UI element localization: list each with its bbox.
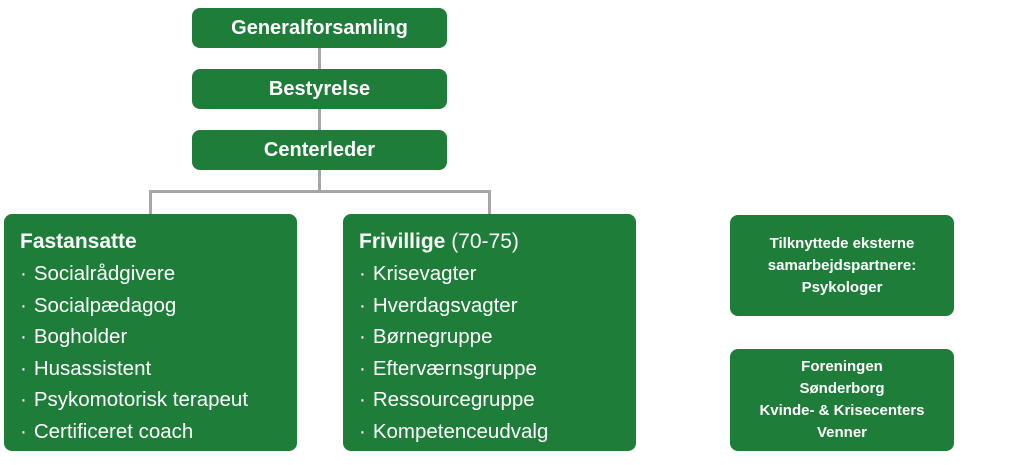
bullet-dot: · [20, 356, 27, 380]
list-item-text: Psykomotorisk terapeut [33, 388, 249, 411]
node-fastansatte-title: Fastansatte [20, 228, 283, 256]
node-frivillige: Frivillige (70-75) ·Krisevagter ·Hverdag… [343, 214, 636, 451]
list-item: · Krisevagter [359, 258, 622, 290]
list-item: ·Husassistent [20, 353, 283, 385]
list-item: · Ressourcegruppe [359, 384, 622, 416]
list-item-text: Socialrådgivere [33, 262, 176, 285]
list-item-text: Kompetenceudvalg [372, 419, 549, 443]
connector-to-staff [149, 190, 152, 215]
connector-leader-down [318, 170, 321, 192]
external-line: samarbejdspartnere: [767, 256, 917, 274]
association-line: Kvinde- & Krisecenters [759, 402, 925, 419]
association-line: Venner [816, 424, 868, 441]
list-item: · Bogholder [20, 321, 283, 353]
external-line: Psykologer [801, 278, 883, 296]
list-item-text: Ressourcegruppe [372, 388, 535, 411]
list-item: · Børnegruppe [359, 321, 622, 353]
bullet-dot: · [20, 419, 27, 443]
bullet-dot: · [20, 388, 27, 411]
list-item-text: Efterværnsgruppe [372, 356, 537, 380]
node-bestyrelse: Bestyrelse [192, 69, 447, 109]
list-item: · Socialrådgivere [20, 258, 283, 290]
frivillige-count: (70-75) [451, 230, 519, 253]
list-item-text: Socialpædagog [33, 293, 177, 317]
node-frivillige-title: Frivillige (70-75) [359, 228, 622, 256]
list-item: · Psykomotorisk terapeut [20, 384, 283, 416]
node-generalforsamling: Generalforsamling [192, 8, 447, 48]
list-item-text: Børnegruppe [372, 325, 493, 348]
bullet-dot: · [359, 419, 366, 443]
node-fastansatte: Fastansatte ·Socialrådgivere ·Socialpæda… [4, 214, 297, 451]
connector-top-board [318, 47, 321, 69]
connector-to-volunteers [488, 190, 491, 215]
node-centerleder-label: Centerleder [263, 138, 376, 161]
connector-horizontal [149, 190, 491, 193]
list-item: ·Hverdagsvagter [359, 290, 622, 322]
node-association: Foreningen Sønderborg Kvinde- & Krisecen… [730, 349, 954, 451]
association-line: Foreningen [801, 358, 883, 375]
node-external-partners: Tilknyttede eksterne samarbejdspartnere:… [730, 215, 954, 316]
list-item-text: Krisevagter [372, 262, 477, 285]
bullet-dot: · [20, 293, 27, 317]
list-item-text: Certificeret coach [33, 419, 194, 443]
fastansatte-title-text: Fastansatte [20, 230, 137, 253]
bullet-dot: · [359, 325, 366, 348]
bullet-dot: · [20, 325, 27, 348]
connector-board-leader [318, 108, 321, 130]
frivillige-title-text: Frivillige [359, 230, 446, 253]
bullet-dot: · [20, 262, 27, 285]
list-item-text: Bogholder [33, 325, 128, 348]
node-centerleder: Centerleder [192, 130, 447, 170]
bullet-dot: · [359, 388, 366, 411]
list-item: ·Certificeret coach [20, 416, 283, 448]
node-generalforsamling-label: Generalforsamling [231, 16, 408, 39]
bullet-dot: · [359, 356, 366, 380]
list-item: ·Efterværnsgruppe [359, 353, 622, 385]
list-item: ·Kompetenceudvalg [359, 416, 622, 448]
list-item: ·Socialpædagog [20, 290, 283, 322]
list-item-text: Hverdagsvagter [372, 293, 518, 317]
association-line: Sønderborg [799, 380, 885, 397]
bullet-dot: · [359, 262, 366, 285]
bullet-dot: · [359, 293, 366, 317]
node-bestyrelse-label: Bestyrelse [268, 77, 371, 100]
external-line: Tilknyttede eksterne [769, 234, 915, 252]
list-item-text: Husassistent [33, 356, 152, 380]
